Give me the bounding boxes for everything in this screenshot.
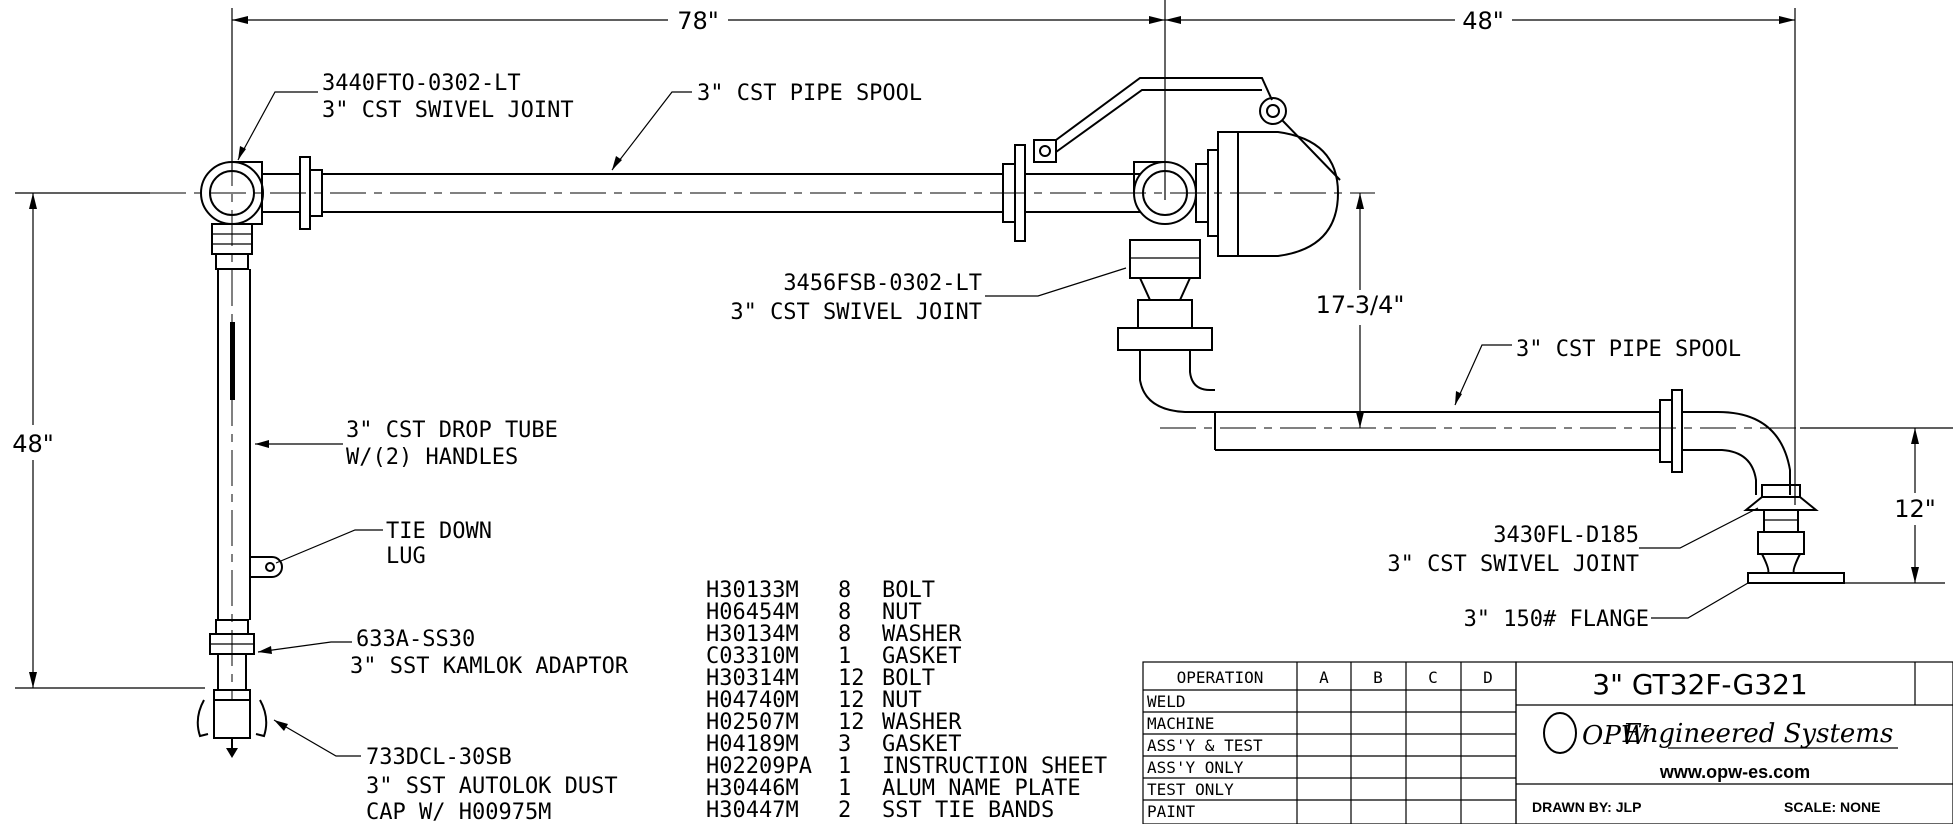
brand-name: Engineered Systems bbox=[1622, 719, 1894, 749]
label-swivel-right-desc: 3" CST SWIVEL JOINT bbox=[1387, 552, 1639, 577]
part-desc: INSTRUCTION SHEET bbox=[882, 754, 1107, 779]
scale: SCALE: NONE bbox=[1784, 799, 1880, 815]
label-drop-tube: 3" CST DROP TUBE bbox=[346, 418, 558, 443]
part-qty: 2 bbox=[838, 798, 851, 823]
website: www.opw-es.com bbox=[1659, 762, 1810, 782]
part-qty: 1 bbox=[838, 776, 851, 801]
part-number: H30446M bbox=[706, 776, 799, 801]
part-number: H02209PA bbox=[706, 754, 812, 779]
model-number: 3" GT32F-G321 bbox=[1592, 668, 1807, 701]
part-qty: 8 bbox=[838, 578, 851, 603]
part-desc: BOLT bbox=[882, 666, 935, 691]
opw-logo: OPW bbox=[1543, 712, 1650, 754]
lever-arm bbox=[1033, 77, 1341, 181]
dimension-lines bbox=[15, 0, 1953, 689]
label-pipe-spool-right: 3" CST PIPE SPOOL bbox=[1516, 337, 1741, 362]
part-number: H02507M bbox=[706, 710, 799, 735]
dimension-12: 12" bbox=[1894, 495, 1936, 523]
right-swivel-joint bbox=[1743, 484, 1845, 584]
opw-logo-text: OPW bbox=[1582, 721, 1650, 751]
ops-row-label: TEST ONLY bbox=[1147, 780, 1234, 799]
part-qty: 3 bbox=[838, 732, 851, 757]
part-qty: 8 bbox=[838, 600, 851, 625]
ops-row-label: ASS'Y ONLY bbox=[1147, 758, 1244, 777]
ops-header: OPERATION bbox=[1177, 668, 1264, 687]
dust-cap bbox=[196, 699, 268, 758]
right-pipe-spool bbox=[1214, 389, 1791, 495]
label-swivel-top-left-part: 3440FTO-0302-LT bbox=[322, 71, 521, 96]
part-desc: GASKET bbox=[882, 732, 961, 757]
part-desc: WASHER bbox=[882, 622, 962, 647]
center-lines bbox=[150, 150, 1800, 700]
part-number: H30314M bbox=[706, 666, 799, 691]
counterweight bbox=[1217, 131, 1340, 257]
vertical-riser bbox=[1117, 239, 1215, 413]
label-kamlok-part: 633A-SS30 bbox=[356, 627, 475, 652]
ops-header: A bbox=[1319, 668, 1329, 687]
part-qty: 1 bbox=[838, 644, 851, 669]
title-block: 3" GT32F-G321 OPW Engineered Systems www… bbox=[1515, 661, 1953, 824]
dimension-48-left: 48" bbox=[12, 430, 54, 458]
part-qty: 12 bbox=[838, 666, 865, 691]
part-number: H30134M bbox=[706, 622, 799, 647]
part-desc: BOLT bbox=[882, 578, 935, 603]
drawn-by: DRAWN BY: JLP bbox=[1532, 799, 1641, 815]
ops-header: B bbox=[1373, 668, 1383, 687]
kamlok-adaptor bbox=[209, 619, 255, 701]
ops-row-label: ASS'Y & TEST bbox=[1147, 736, 1263, 755]
label-dustcap-with: CAP W/ H00975M bbox=[366, 800, 551, 824]
label-swivel-right-part: 3430FL-D185 bbox=[1493, 523, 1639, 548]
part-desc: NUT bbox=[882, 688, 922, 713]
leader-lines bbox=[237, 91, 1759, 757]
label-swivel-top-left-desc: 3" CST SWIVEL JOINT bbox=[322, 98, 574, 123]
label-dustcap-part: 733DCL-30SB bbox=[366, 745, 512, 770]
dimension-78: 78" bbox=[677, 7, 719, 35]
label-flange: 3" 150# FLANGE bbox=[1464, 607, 1649, 632]
part-number: H04740M bbox=[706, 688, 799, 713]
part-qty: 12 bbox=[838, 688, 865, 713]
mid-swivel-joint bbox=[1025, 149, 1219, 237]
part-desc: GASKET bbox=[882, 644, 961, 669]
label-drop-tube-handles: W/(2) HANDLES bbox=[346, 445, 518, 470]
part-number: H30447M bbox=[706, 798, 799, 823]
ops-row-label: PAINT bbox=[1147, 802, 1196, 821]
part-number: C03310M bbox=[706, 644, 799, 669]
operations-table: OPERATION A B C D WELD MACHINE ASS'Y & T… bbox=[1142, 661, 1517, 824]
label-swivel-mid-desc: 3" CST SWIVEL JOINT bbox=[730, 300, 982, 325]
label-tie-down-lug: LUG bbox=[386, 544, 426, 569]
ops-header: D bbox=[1483, 668, 1493, 687]
part-number: H04189M bbox=[706, 732, 799, 757]
part-qty: 12 bbox=[838, 710, 865, 735]
part-number: H06454M bbox=[706, 600, 799, 625]
part-number: H30133M bbox=[706, 578, 799, 603]
label-swivel-mid-part: 3456FSB-0302-LT bbox=[783, 271, 982, 296]
parts-list: H30133M 8 BOLT H06454M 8 NUT H30134M 8 W… bbox=[706, 578, 1107, 823]
dimension-17-3-4: 17-3/4" bbox=[1316, 291, 1405, 319]
label-kamlok-desc: 3" SST KAMLOK ADAPTOR bbox=[350, 654, 629, 679]
part-desc: ALUM NAME PLATE bbox=[882, 776, 1081, 801]
label-dustcap-desc: 3" SST AUTOLOK DUST bbox=[366, 774, 618, 799]
part-desc: NUT bbox=[882, 600, 922, 625]
part-qty: 1 bbox=[838, 754, 851, 779]
part-desc: SST TIE BANDS bbox=[882, 798, 1054, 823]
ops-row-label: WELD bbox=[1147, 692, 1186, 711]
dimension-48-top: 48" bbox=[1462, 7, 1504, 35]
label-pipe-spool-top: 3" CST PIPE SPOOL bbox=[697, 81, 922, 106]
top-pipe-spool bbox=[262, 144, 1026, 242]
label-tie-down: TIE DOWN bbox=[386, 519, 492, 544]
part-desc: WASHER bbox=[882, 710, 962, 735]
ops-row-label: MACHINE bbox=[1147, 714, 1214, 733]
drop-tube bbox=[211, 223, 283, 620]
ops-header: C bbox=[1428, 668, 1438, 687]
part-qty: 8 bbox=[838, 622, 851, 647]
